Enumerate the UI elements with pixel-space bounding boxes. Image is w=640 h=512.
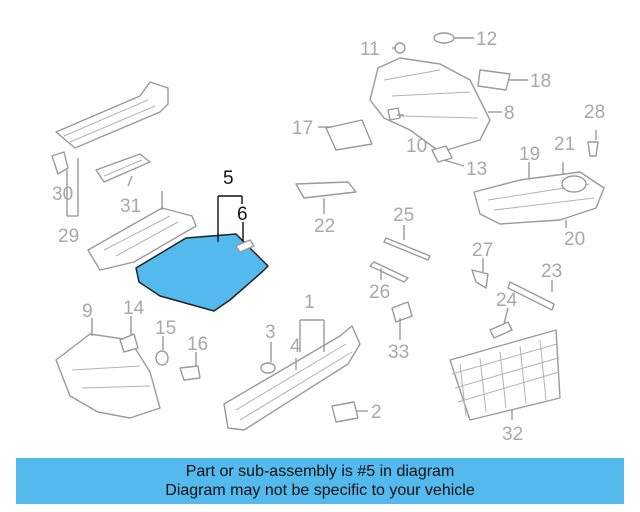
info-banner: Part or sub-assembly is #5 in diagram Di… [16,458,624,504]
bracket-31-part [95,153,151,183]
clip-30-part [51,151,69,175]
clip-15-part [155,350,169,366]
callout-32[interactable]: 32 [502,424,523,445]
parts-diagram: 1 2 3 4 5 6 8 9 10 11 12 13 14 15 16 17 … [51,29,605,445]
callout-2[interactable]: 2 [371,402,382,423]
cargo-net-32-part [449,329,561,421]
callout-11[interactable]: 11 [360,39,380,60]
callout-16[interactable]: 16 [187,334,208,355]
callout-29[interactable]: 29 [58,226,79,247]
callout-26[interactable]: 26 [369,282,390,303]
callout-8[interactable]: 8 [504,103,515,124]
callout-31[interactable]: 31 [120,196,141,217]
pad-18-part [477,69,511,91]
cap-11-part [394,42,406,54]
callout-13[interactable]: 13 [466,159,487,180]
side-trim-8-part [369,57,491,153]
callout-14[interactable]: 14 [123,298,145,319]
cover-12-part [433,32,455,44]
callout-18[interactable]: 18 [530,71,551,92]
callout-24[interactable]: 24 [496,290,518,311]
pad-17-part [325,119,373,151]
callout-33[interactable]: 33 [388,342,409,363]
clip-10-part [387,107,401,121]
callout-1[interactable]: 1 [304,292,315,313]
clip-13-part [431,145,453,163]
wrench-26-part [369,261,409,283]
clip-3-part [260,362,276,374]
callout-10[interactable]: 10 [406,136,427,157]
callout-19[interactable]: 19 [519,144,540,165]
callout-20[interactable]: 20 [564,229,585,250]
banner-line-1: Part or sub-assembly is #5 in diagram [185,463,455,480]
hook-27-part [471,269,489,289]
callout-4[interactable]: 4 [290,336,301,357]
clip-14-part [119,333,139,353]
callout-22[interactable]: 22 [314,216,335,237]
side-trim-9-part [55,333,161,419]
callout-17[interactable]: 17 [292,118,313,139]
side-panel-20-part [473,171,605,225]
clip-16-part [179,365,201,381]
callout-12[interactable]: 12 [476,29,497,50]
callout-25[interactable]: 25 [393,205,414,226]
callout-5[interactable]: 5 [223,168,234,189]
callout-23[interactable]: 23 [541,261,562,282]
callout-labels: 1 2 3 4 5 6 8 9 10 11 12 13 14 15 16 17 … [52,29,605,445]
handle-22-part [295,181,357,199]
callout-30[interactable]: 30 [52,184,73,205]
bolt-28-part [587,141,599,157]
sill-plate-1-part [223,325,361,431]
callout-3[interactable]: 3 [265,322,276,343]
clip-33-part [391,301,413,323]
callout-21[interactable]: 21 [554,134,575,155]
callout-6[interactable]: 6 [237,204,248,225]
callout-9[interactable]: 9 [82,301,93,322]
latch-2-part [331,401,359,423]
rear-shelf-part [55,81,169,149]
callout-15[interactable]: 15 [155,318,176,339]
jack-handle-25-part [383,237,431,261]
callout-28[interactable]: 28 [584,102,605,123]
rod-23-part [507,281,555,311]
strap-24-part [489,321,513,339]
banner-line-2: Diagram may not be specific to your vehi… [165,482,475,499]
callout-27[interactable]: 27 [472,240,493,261]
cargo-mat-part [135,233,269,312]
clip-6-part [235,239,255,253]
leader-lines [66,37,597,420]
